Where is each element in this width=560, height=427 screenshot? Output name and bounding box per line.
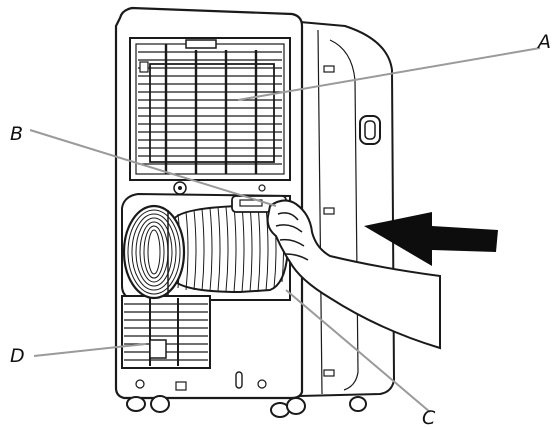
leader-lines: [29, 47, 541, 413]
hose-end-opening: [122, 204, 186, 300]
callout-label-a: A: [536, 31, 551, 53]
unit-side-trim: [317, 29, 323, 395]
lower-intake-grille: [121, 295, 211, 369]
unit-side-panel: [299, 20, 396, 398]
leader-line-d: [33, 343, 147, 357]
caster-wheels: [126, 395, 367, 418]
callout-label-b: B: [10, 123, 23, 145]
unit-side-edge: [329, 39, 359, 391]
side-handle: [359, 115, 381, 145]
leader-line-a: [237, 47, 541, 101]
hand: [266, 199, 441, 350]
callout-label-c: C: [422, 407, 436, 427]
leader-line-c: [285, 289, 431, 413]
arrow-left-icon: [364, 212, 498, 266]
upper-air-filter-grille: [129, 37, 291, 181]
leader-line-b: [29, 129, 277, 207]
callout-label-d: D: [10, 345, 25, 367]
